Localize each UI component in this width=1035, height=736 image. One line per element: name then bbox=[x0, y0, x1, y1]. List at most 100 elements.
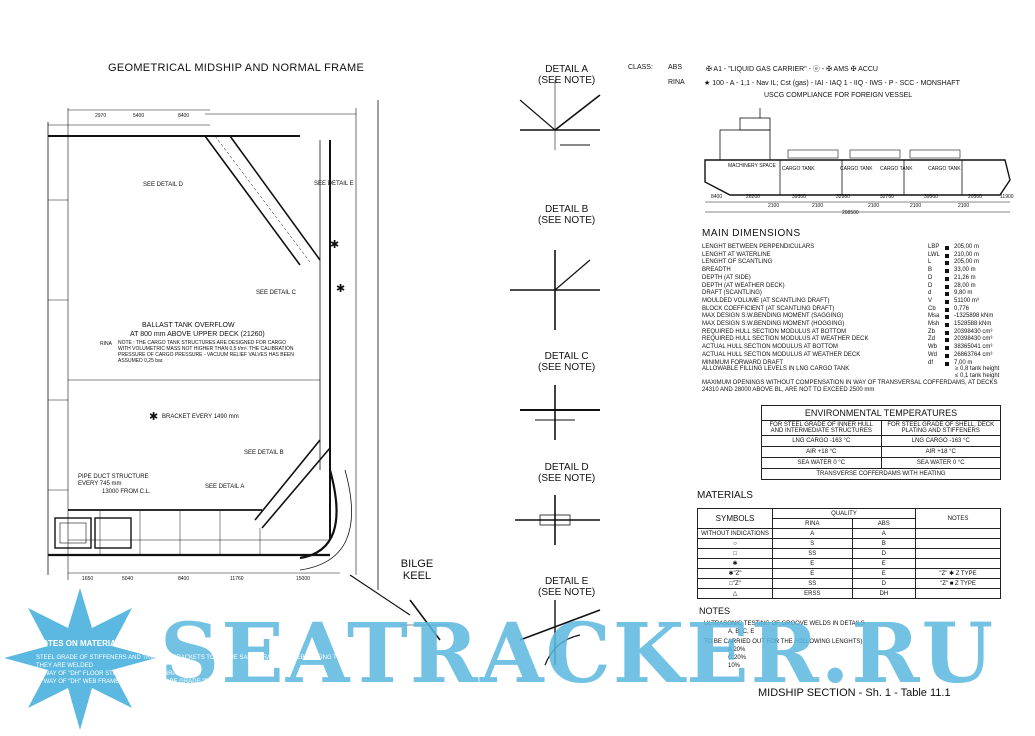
detail-a-note: (SEE NOTE) bbox=[538, 75, 596, 86]
rina-note-label: RINA bbox=[100, 341, 112, 347]
materials-table: SYMBOLS QUALITY NOTES RINA ABS WITHOUT I… bbox=[697, 508, 1001, 599]
see-detail-b-label: SEE DETAIL B bbox=[244, 450, 284, 456]
bullet-square-icon bbox=[945, 338, 949, 343]
dimension-symbol: Wd bbox=[928, 351, 937, 358]
filling-level-min: ≤ 0,1 tank height bbox=[955, 373, 1000, 379]
profile-lower-dim-2: 2100 bbox=[812, 203, 824, 209]
profile-dim-2: 26200 bbox=[746, 194, 760, 200]
bullet-square-icon bbox=[945, 361, 949, 366]
note-item-5: C 20% bbox=[728, 655, 747, 661]
notes-on-materials-title: NOTES ON MATERIALS bbox=[36, 639, 127, 648]
bracket-star-icon: ✱ bbox=[149, 410, 158, 423]
bullet-square-icon bbox=[945, 299, 949, 304]
dimension-symbol: df bbox=[928, 359, 934, 366]
dimension-value: 205,00 m bbox=[954, 259, 980, 266]
bracket-note: BRACKET EVERY 1490 mm bbox=[162, 414, 239, 420]
dimension-label: MINIMUM FORWARD DRAFT bbox=[702, 359, 783, 366]
bullet-square-icon bbox=[945, 269, 949, 274]
mat-quality-head: QUALITY bbox=[772, 508, 916, 519]
mat-notes-head: NOTES bbox=[915, 508, 1001, 529]
dimension-symbol: Msh bbox=[928, 321, 940, 327]
dimension-value: 20398430 cm³ bbox=[954, 328, 993, 335]
dimension-label: MAX DESIGN S.W.BENDING MOMENT (SAGGING) bbox=[702, 313, 844, 320]
materials-cell-rina: E bbox=[772, 558, 853, 569]
materials-cell-rina: S bbox=[772, 538, 853, 549]
watermark-text: SEATRACKER.RU bbox=[160, 606, 996, 702]
profile-dim-3: 39500 bbox=[792, 194, 806, 200]
bullet-square-icon bbox=[945, 346, 949, 351]
materials-cell-note bbox=[915, 558, 1001, 569]
dimension-value: 9,80 m bbox=[954, 290, 973, 297]
profile-dim-8: 11900 bbox=[1000, 194, 1014, 200]
see-detail-a-label: SEE DETAIL A bbox=[205, 484, 245, 490]
notes-title: NOTES bbox=[699, 606, 731, 616]
main-dimension-row: BLOCK COEFFICIENT (AT SCANTLING DRAFT)Cb… bbox=[702, 306, 1002, 314]
detail-e-note: (SEE NOTE) bbox=[538, 587, 596, 598]
dimension-label: ACTUAL HULL SECTION MODULUS AT BOTTOM bbox=[702, 344, 838, 351]
env-cell: LNG CARGO -163 °C bbox=[880, 435, 1001, 447]
see-detail-c-label: SEE DETAIL C bbox=[256, 290, 297, 296]
profile-lower-dim-1: 2100 bbox=[768, 203, 780, 209]
dimension-label: BLOCK COEFFICIENT (AT SCANTLING DRAFT) bbox=[702, 305, 835, 312]
ship-profile-drawing bbox=[704, 108, 1011, 213]
profile-dim-4: 32980 bbox=[836, 194, 850, 200]
dim-bottom-1: 1650 bbox=[82, 576, 94, 582]
mat-abs-head: ABS bbox=[851, 518, 917, 529]
materials-cell-note bbox=[915, 588, 1001, 599]
profile-dim-6: 39500 bbox=[924, 194, 938, 200]
dim-bottom-5: 15000 bbox=[296, 576, 310, 582]
drawing-title: GEOMETRICAL MIDSHIP AND NORMAL FRAME bbox=[108, 62, 365, 74]
env-cell: AIR +18 °C bbox=[880, 446, 1001, 458]
dimension-symbol: Zd bbox=[928, 336, 936, 343]
note-item-4: A 20% bbox=[728, 647, 746, 653]
dimension-value: 26863764 cm³ bbox=[954, 351, 993, 358]
bullet-square-icon bbox=[945, 323, 949, 327]
bullet-square-icon bbox=[945, 284, 949, 289]
bullet-square-icon bbox=[945, 353, 949, 358]
materials-cell-note bbox=[915, 528, 1001, 539]
materials-cell-sym: WITHOUT INDICATIONS bbox=[697, 528, 773, 539]
env-col1-head: FOR STEEL GRADE OF INNER HULL AND INTERM… bbox=[761, 420, 882, 436]
openings-note-2: 24310 AND 28000 ABOVE BL, ARE NOT TO EXC… bbox=[702, 387, 875, 393]
env-cell: LNG CARGO -163 °C bbox=[761, 435, 882, 447]
env-cell: SEA WATER 0 °C bbox=[761, 457, 882, 469]
dimension-label: MAX DESIGN S.W.BENDING MOMENT (HOGGING) bbox=[702, 321, 845, 327]
env-cell: AIR +18 °C bbox=[761, 446, 882, 458]
note-item-6: 10% bbox=[728, 663, 741, 669]
detail-b-name: DETAIL B bbox=[544, 204, 589, 215]
dimension-value: 20398430 cm³ bbox=[954, 336, 993, 343]
dimension-label: LENGHT OF SCANTLING bbox=[702, 259, 773, 266]
sheet-title: MIDSHIP SECTION - Sh. 1 - Table 11.1 bbox=[758, 687, 951, 699]
rina-note-text: NOTE : THE CARGO TANK STRUCTURES ARE DES… bbox=[118, 340, 294, 364]
dimension-label: MOULDED VOLUME (AT SCANTLING DRAFT) bbox=[702, 297, 830, 304]
materials-cell-sym: ○ bbox=[697, 538, 773, 549]
dim-bottom-3: 8400 bbox=[178, 576, 190, 582]
dimension-value: 28,00 m bbox=[954, 282, 976, 289]
materials-cell-abs: A bbox=[851, 528, 917, 539]
bullet-square-icon bbox=[945, 307, 949, 312]
materials-cell-abs: D bbox=[851, 548, 917, 559]
dimension-symbol: B bbox=[928, 267, 933, 274]
detail-b-note: (SEE NOTE) bbox=[538, 215, 596, 226]
profile-cargo-tank-4: CARGO TANK bbox=[928, 166, 961, 172]
environmental-temperatures-table: ENVIRONMENTAL TEMPERATURES FOR STEEL GRA… bbox=[761, 405, 1001, 480]
dimension-value: 0,776 bbox=[954, 305, 970, 312]
material-note-1: STEEL GRADE OF STIFFENERS AND TRIPPING B… bbox=[36, 655, 364, 669]
class-abs-text: ✠ A1 - "LIQUID GAS CARRIER" - ⓔ - ✠ AMS … bbox=[706, 66, 878, 73]
note-item-1: ULTRASONIC TESTING OF GROOVE WELDS IN DE… bbox=[704, 621, 865, 627]
materials-cell-abs: E bbox=[851, 558, 917, 569]
detail-c-note: (SEE NOTE) bbox=[538, 362, 596, 373]
profile-dim-5: 32760 bbox=[880, 194, 894, 200]
materials-cell-note bbox=[915, 538, 1001, 549]
dim-bottom-2: 5040 bbox=[122, 576, 134, 582]
materials-cell-rina: SS bbox=[772, 548, 853, 559]
env-cell: SEA WATER 0 °C bbox=[880, 457, 1001, 469]
